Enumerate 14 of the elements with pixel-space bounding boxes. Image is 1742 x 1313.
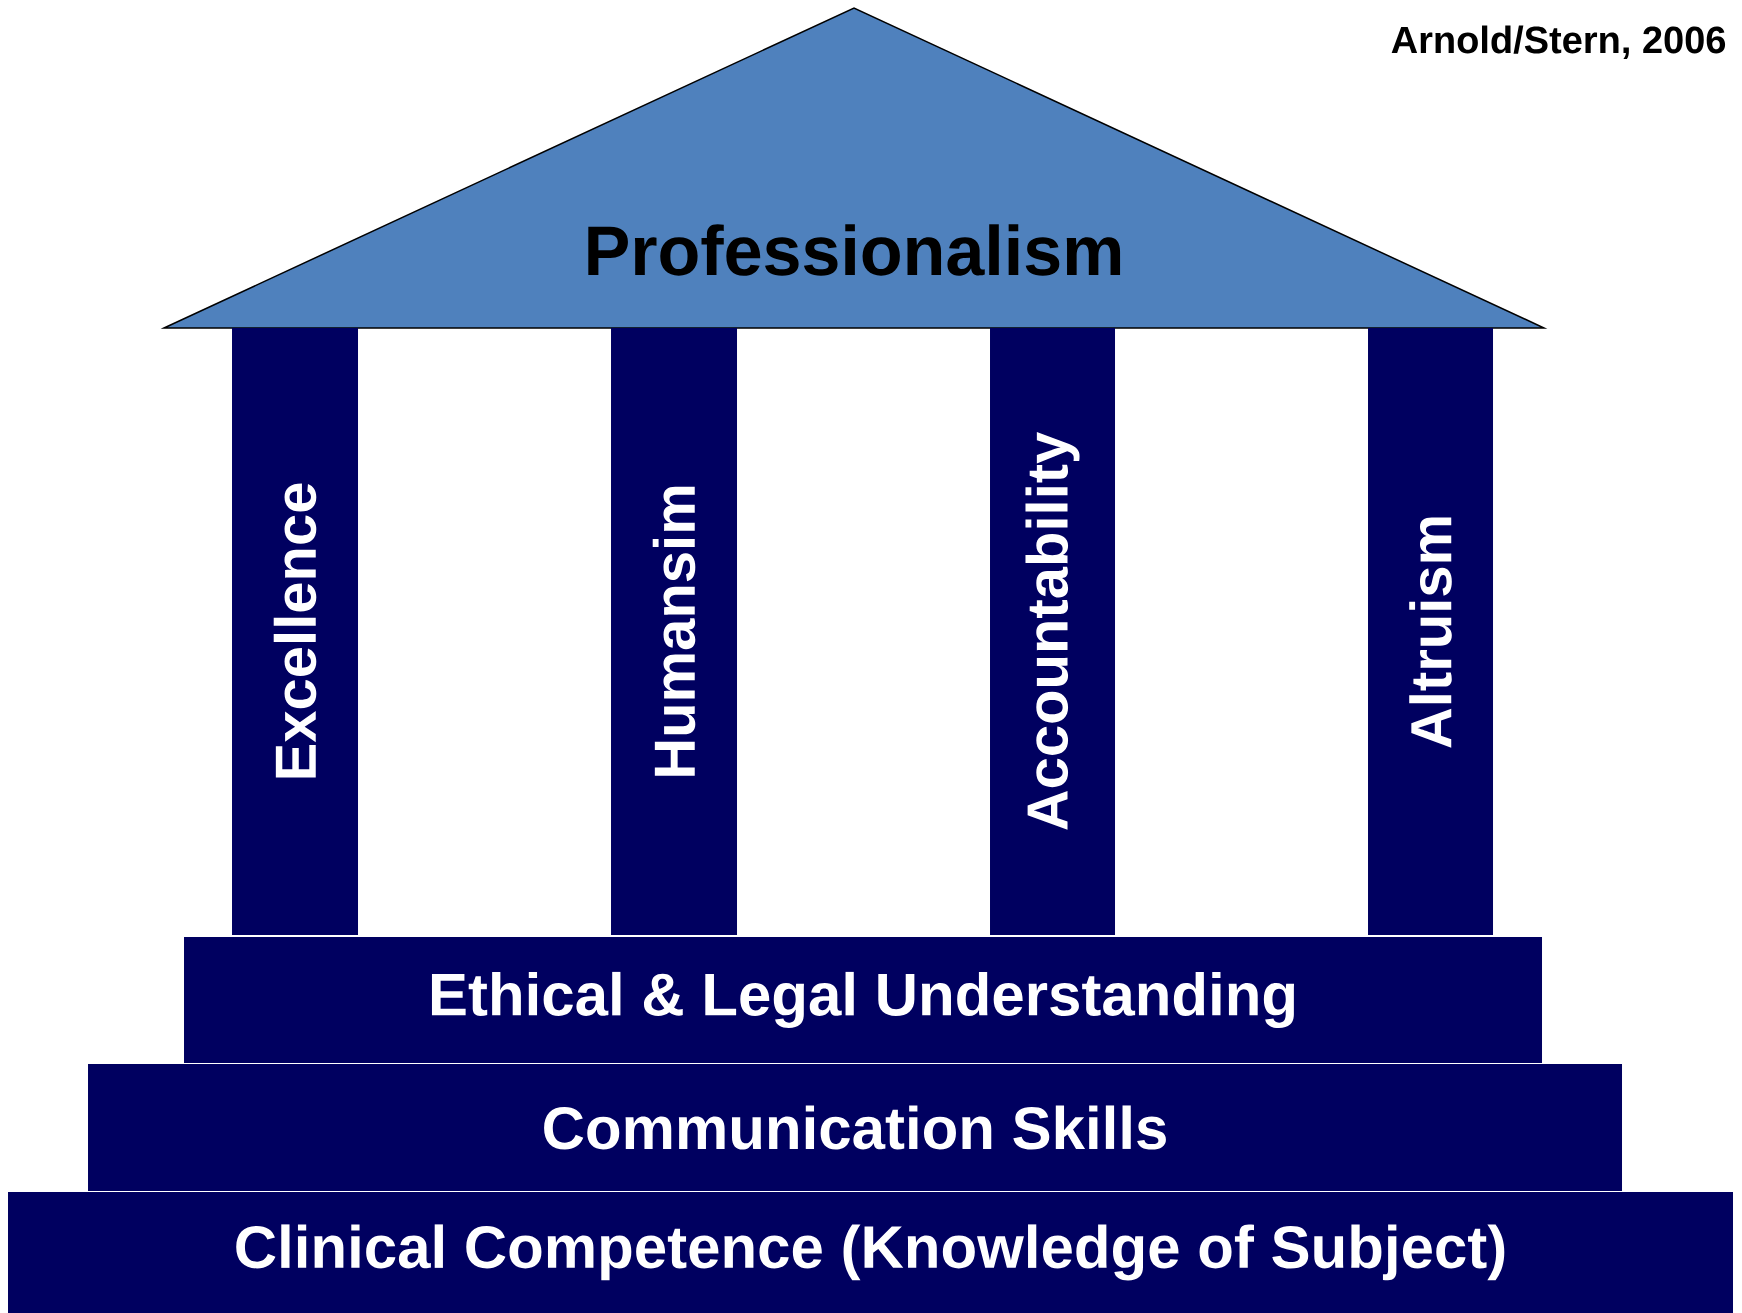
step-block: Communication Skills <box>88 1064 1622 1191</box>
node-label: Humansim <box>652 486 696 776</box>
pillar: Humansim <box>611 328 737 935</box>
step-block: Ethical & Legal Understanding <box>184 937 1542 1063</box>
step-block: Clinical Competence (Knowledge of Subject) <box>8 1192 1733 1313</box>
pillar: Excellence <box>232 328 358 935</box>
node-label: Altruism <box>1409 517 1452 748</box>
pillar: Altruism <box>1368 328 1493 935</box>
node-label: Ethical & Legal Understanding <box>431 971 1295 1029</box>
node-label: Communication Skills <box>544 1105 1166 1150</box>
node-label: Accountability <box>1025 431 1080 830</box>
pillar: Accountability <box>990 328 1115 935</box>
node-label: Clinical Competence (Knowledge of Subject) <box>236 1224 1505 1281</box>
node-label: Excellence <box>273 483 317 778</box>
